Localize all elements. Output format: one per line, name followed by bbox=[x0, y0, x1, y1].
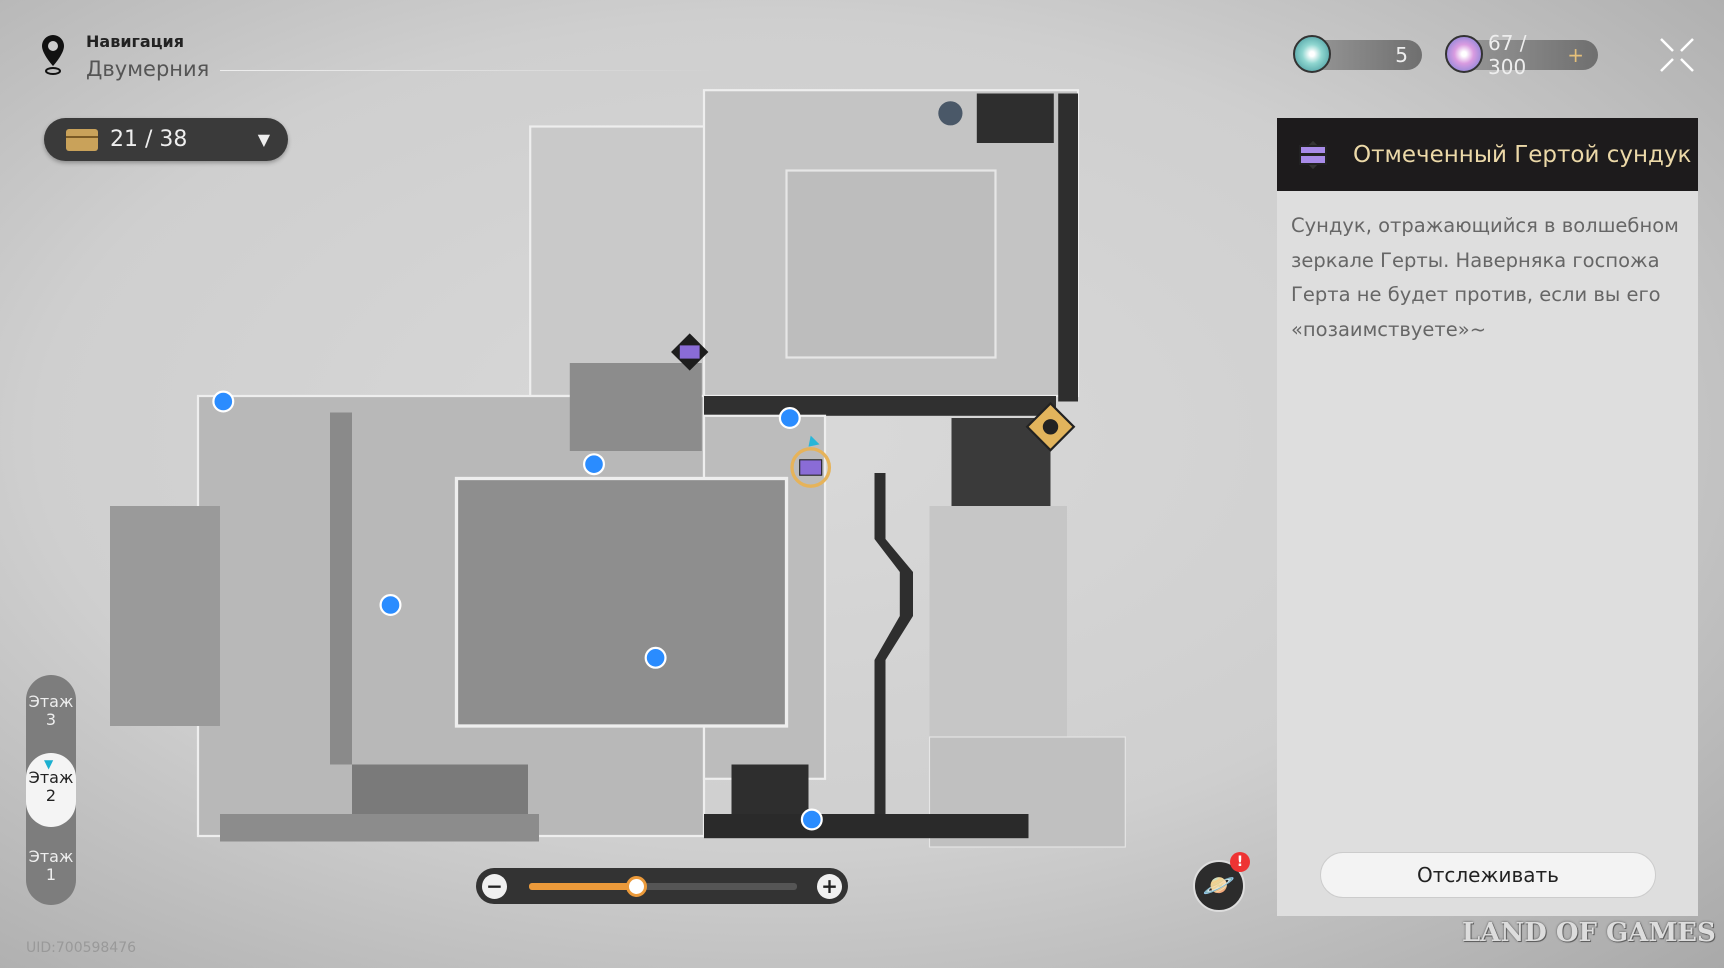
add-power-button[interactable]: + bbox=[1567, 43, 1584, 67]
close-icon[interactable] bbox=[1658, 36, 1696, 74]
panel-description: Сундук, отражающийся в волшебном зеркале… bbox=[1291, 214, 1679, 341]
map-corridor bbox=[704, 396, 1056, 416]
chest-counter-dropdown[interactable]: 21 / 38 ▼ bbox=[44, 118, 288, 161]
map-room bbox=[110, 506, 220, 726]
map-room bbox=[330, 412, 352, 765]
map-marker[interactable] bbox=[938, 101, 963, 126]
zoom-out-button[interactable]: − bbox=[482, 874, 507, 899]
floor-label: Этаж bbox=[28, 768, 74, 787]
map-corridor bbox=[220, 814, 539, 842]
detail-panel: Отмеченный Гертой сундук Сундук, отражаю… bbox=[1277, 118, 1698, 916]
panel-header: Отмеченный Гертой сундук bbox=[1277, 118, 1698, 191]
map-room bbox=[785, 169, 997, 359]
map-room bbox=[352, 764, 528, 814]
track-button[interactable]: Отслеживать bbox=[1320, 852, 1656, 898]
zoom-slider[interactable] bbox=[529, 876, 797, 897]
chest-count: 21 / 38 bbox=[110, 127, 188, 152]
map-room bbox=[929, 506, 1067, 737]
divider bbox=[220, 70, 720, 71]
map-room bbox=[976, 93, 1054, 143]
fuel-icon bbox=[1293, 35, 1331, 73]
map-room bbox=[454, 476, 789, 728]
map-corridor bbox=[704, 814, 1029, 839]
notification-badge: ! bbox=[1230, 852, 1250, 872]
zoom-fill bbox=[529, 883, 637, 890]
navigation-label: Навигация bbox=[86, 32, 185, 51]
floor-number: 1 bbox=[45, 865, 57, 884]
map-room bbox=[569, 363, 702, 451]
floor-number: 3 bbox=[45, 710, 57, 729]
zoom-slider-thumb[interactable] bbox=[626, 876, 648, 897]
watermark: LAND OF GAMES bbox=[1462, 918, 1716, 948]
trailblaze-power-icon bbox=[1445, 35, 1483, 73]
merchant-marker[interactable] bbox=[1025, 401, 1076, 452]
zoom-control: − + bbox=[476, 868, 848, 904]
power-value: 67 / 300 bbox=[1488, 31, 1527, 79]
map-pin-icon bbox=[42, 35, 64, 75]
floor-number: 2 bbox=[45, 786, 57, 805]
selected-chest-marker[interactable] bbox=[790, 435, 832, 488]
panel-title: Отмеченный Гертой сундук bbox=[1353, 141, 1692, 168]
current-floor-arrow-icon: ▼ bbox=[44, 757, 54, 771]
floor-label: Этаж bbox=[28, 692, 74, 711]
chest-icon bbox=[66, 128, 98, 151]
location-name: Двумерния bbox=[86, 57, 210, 81]
chest-marker[interactable] bbox=[671, 333, 709, 371]
dropdown-arrow-icon: ▼ bbox=[257, 130, 270, 149]
zoom-in-button[interactable]: + bbox=[817, 874, 842, 899]
map-corridor bbox=[874, 473, 913, 820]
fuel-value: 5 bbox=[1395, 43, 1408, 67]
uid-label: UID:700598476 bbox=[26, 940, 137, 956]
chest-icon bbox=[1298, 140, 1328, 169]
floor-label: Этаж bbox=[28, 847, 74, 866]
map-corridor bbox=[1058, 93, 1078, 402]
teleport-marker[interactable] bbox=[212, 390, 823, 831]
map-room bbox=[731, 764, 809, 814]
